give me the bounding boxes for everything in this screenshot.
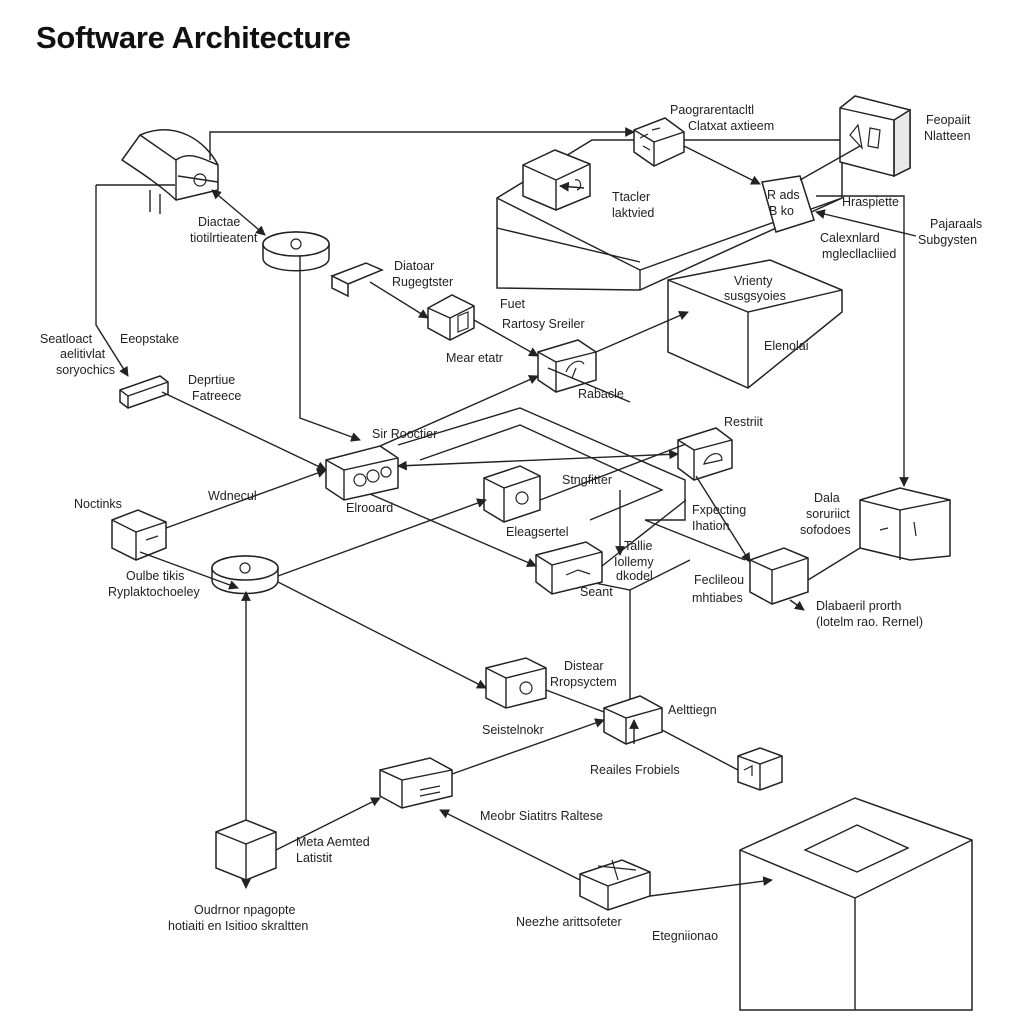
label-latistit: Latistit xyxy=(296,851,333,865)
noctinks-cube[interactable] xyxy=(111,509,167,561)
label-mhtiabes: mhtiabes xyxy=(692,591,743,605)
label-fatreece: Fatreece xyxy=(192,389,241,403)
label-aelitivlat: aelitivlat xyxy=(60,347,106,361)
label-iollemy: Iollemy xyxy=(614,555,654,569)
tallie-box[interactable] xyxy=(535,541,603,595)
label-reailes-frobiels: Reailes Frobiels xyxy=(590,763,680,777)
labels: Paograrentacltl Clatxat axtieem Feopaiit… xyxy=(40,103,982,943)
label-elenolai: Elenolai xyxy=(764,339,808,353)
label-mglecllacliied: mglecllacliied xyxy=(822,247,896,261)
device-module-icon[interactable] xyxy=(120,129,219,214)
label-diatoar: Diatoar xyxy=(394,259,434,273)
subsystem-block-elenolai xyxy=(667,259,843,389)
label-paograrentacltl: Paograrentacltl xyxy=(670,103,754,117)
hub-node-top[interactable] xyxy=(262,231,330,272)
label-noctinks: Noctinks xyxy=(74,497,122,511)
label-eeopstake: Eeopstake xyxy=(120,332,179,346)
label-tallie: Tallie xyxy=(624,539,653,553)
label-ttacler: Ttacler xyxy=(612,190,650,204)
label-ihation: Ihation xyxy=(692,519,730,533)
label-dlabaeril: Dlabaeril prorth xyxy=(816,599,902,613)
router-box[interactable] xyxy=(325,445,399,501)
connectors xyxy=(95,127,917,897)
label-neezhe: Neezhe arittsofeter xyxy=(516,915,622,929)
rates-cube[interactable] xyxy=(427,294,475,341)
label-feopaiit: Feopaiit xyxy=(926,113,971,127)
label-oulbe-tikis: Oulbe tikis xyxy=(126,569,184,583)
label-fuet: Fuet xyxy=(500,297,526,311)
label-aelttiegn: Aelttiegn xyxy=(668,703,717,717)
label-calexnlard: Calexnlard xyxy=(820,231,880,245)
bottom-platform xyxy=(739,797,973,1011)
label-wdnecul: Wdnecul xyxy=(208,489,257,503)
depriue-card[interactable] xyxy=(119,375,169,409)
register-card[interactable] xyxy=(330,262,384,298)
label-laktvied: laktvied xyxy=(612,206,654,220)
label-feclileou: Feclileou xyxy=(694,573,744,587)
label-elrooard: Elrooard xyxy=(346,501,393,515)
label-soryochics: soryochics xyxy=(56,363,115,377)
label-stngfitter: Stngfitter xyxy=(562,473,612,487)
label-seistelnokr: Seistelnokr xyxy=(482,723,544,737)
label-subgysten: Subgysten xyxy=(918,233,977,247)
label-rabacle: Rabacle xyxy=(578,387,624,401)
pagination-cube[interactable] xyxy=(633,117,685,167)
label-ryplaktochoeley: Ryplaktochoeley xyxy=(108,585,200,599)
label-rartosy: Rartosy Sreiler xyxy=(502,317,585,331)
label-deprtiue: Deprtiue xyxy=(188,373,235,387)
label-dkodel: dkodel xyxy=(616,569,653,583)
small-cube-right[interactable] xyxy=(737,747,783,791)
elegant-cube[interactable] xyxy=(483,465,541,523)
label-hotiaiti: hotiaiti en Isitioo skraltten xyxy=(168,919,308,933)
label-fxpecting: Fxpecting xyxy=(692,503,746,517)
label-distear: Distear xyxy=(564,659,604,673)
label-pajaraals: Pajaraals xyxy=(930,217,982,231)
feature-cube-topright[interactable] xyxy=(839,95,911,178)
label-hraspiette: Hraspiette xyxy=(842,195,899,209)
label-diactae: Diactae xyxy=(198,215,240,229)
label-seant: Seant xyxy=(580,585,613,599)
meta-cube[interactable] xyxy=(215,819,277,881)
ravenue-card[interactable]: R ads B ko xyxy=(761,175,815,233)
label-rugegtster: Rugegtster xyxy=(392,275,453,289)
rabacle-cube[interactable] xyxy=(537,339,597,393)
label-sofodoes: sofodoes xyxy=(800,523,851,537)
label-meta-aemted: Meta Aemted xyxy=(296,835,370,849)
aelttiegn-cube[interactable] xyxy=(603,695,663,745)
facility-cube[interactable] xyxy=(749,547,809,605)
label-dala: Dala xyxy=(814,491,840,505)
label-restriit: Restriit xyxy=(724,415,763,429)
label-tiotilrtieatent: tiotilrtieatent xyxy=(190,231,258,245)
label-sir-rooctier: Sir Rooctier xyxy=(372,427,437,441)
label-mear-etatr: Mear etatr xyxy=(446,351,503,365)
label-meobr: Meobr Siatitrs Raltese xyxy=(480,809,603,823)
card-text-2: B ko xyxy=(769,204,794,218)
neezhe-card[interactable] xyxy=(579,859,651,911)
label-susgsyoies: susgsyoies xyxy=(724,289,786,303)
label-etegniionao: Etegniionao xyxy=(652,929,718,943)
hub-node-middle[interactable] xyxy=(211,555,279,595)
label-soruriict: soruriict xyxy=(806,507,850,521)
restriit-cube[interactable] xyxy=(677,427,733,481)
module-card[interactable] xyxy=(379,757,453,809)
label-oudrnor: Oudrnor npagopte xyxy=(194,903,296,917)
card-text-1: R ads xyxy=(767,188,800,202)
label-lotelm: (lotelm rao. Rernel) xyxy=(816,615,923,629)
label-nlatteen: Nlatteen xyxy=(924,129,971,143)
label-eleagsertel: Eleagsertel xyxy=(506,525,569,539)
label-seatloact: Seatloact xyxy=(40,332,93,346)
diagram-title: Software Architecture xyxy=(36,20,351,55)
label-vrienty: Vrienty xyxy=(734,274,773,288)
tracker-cube[interactable] xyxy=(522,149,591,211)
data-server-cube[interactable] xyxy=(859,487,951,561)
label-rropsyctem: Rropsyctem xyxy=(550,675,617,689)
label-clatxat: Clatxat axtieem xyxy=(688,119,774,133)
distear-cube[interactable] xyxy=(485,657,547,709)
